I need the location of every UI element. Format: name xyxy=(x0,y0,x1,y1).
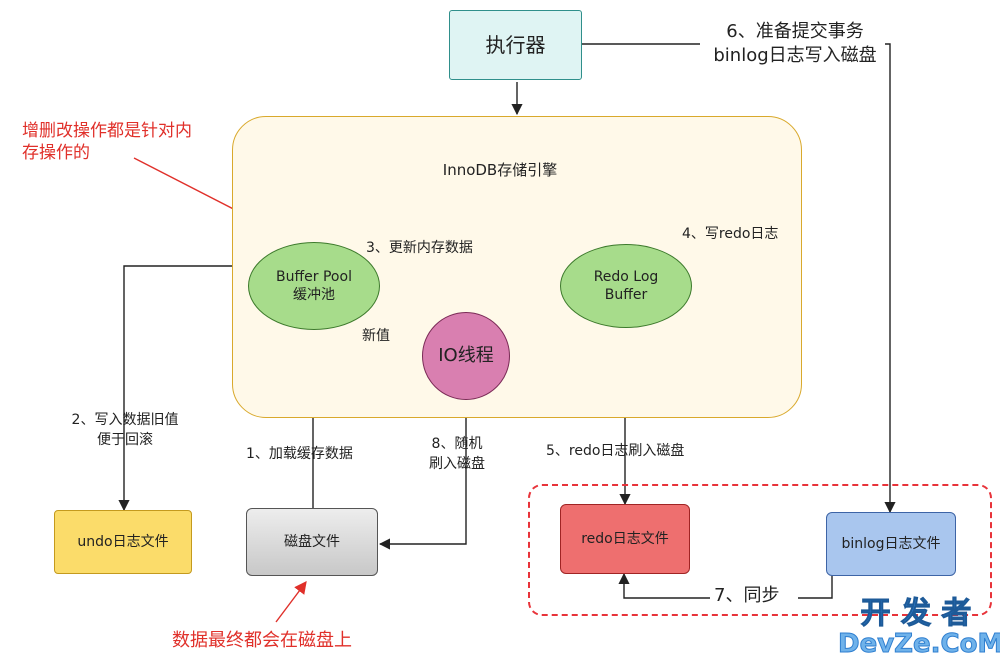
note-disk-final: 数据最终都会在磁盘上 xyxy=(172,630,352,651)
arrow-note-disk xyxy=(275,580,307,623)
note-memory-ops: 增删改操作都是针对内 存操作的 xyxy=(22,120,192,164)
step2-line2: 便于回滚 xyxy=(97,432,153,448)
step6-line1: 6、准备提交事务 xyxy=(726,21,864,42)
redo-log-file-box: redo日志文件 xyxy=(560,504,690,574)
step4-label: 4、写redo日志 xyxy=(682,226,779,242)
step7-label: 7、同步 xyxy=(710,586,784,606)
disk-file-label: 磁盘文件 xyxy=(284,534,340,550)
step2-line1: 2、写入数据旧值 xyxy=(71,412,179,428)
buffer-pool-label-zh: 缓冲池 xyxy=(293,287,335,303)
redo-log-buffer-line2: Buffer xyxy=(604,287,648,303)
buffer-pool-node: Buffer Pool 缓冲池 xyxy=(248,242,380,330)
executor-label: 执行器 xyxy=(485,33,546,57)
watermark-line2: DevZe.CoM xyxy=(838,629,1000,659)
step6-label: 6、准备提交事务 binlog日志写入磁盘 xyxy=(700,22,890,66)
watermark-line1: 开 发 者 xyxy=(860,596,972,631)
binlog-file-label: binlog日志文件 xyxy=(841,536,941,552)
step8-line2: 刷入磁盘 xyxy=(429,456,485,472)
step3-label: 3、更新内存数据 xyxy=(366,240,473,256)
buffer-pool-label-en: Buffer Pool xyxy=(276,269,352,285)
arrow-step2-undo xyxy=(118,265,232,512)
step8-line1: 8、随机 xyxy=(431,436,483,452)
arrow-step6-binlog xyxy=(582,43,890,512)
redo-log-buffer-line1: Redo Log xyxy=(593,269,659,285)
undo-log-file-label: undo日志文件 xyxy=(77,534,169,550)
watermark: 开 发 者 DevZe.CoM xyxy=(838,596,1000,659)
note-memory-ops-line2: 存操作的 xyxy=(22,143,90,163)
step6-line2: binlog日志写入磁盘 xyxy=(713,45,877,66)
step1-label: 1、加载缓存数据 xyxy=(246,446,353,462)
io-thread-label: IO线程 xyxy=(438,345,494,366)
arrow-step8-flush xyxy=(378,396,467,550)
step8-label: 8、随机 刷入磁盘 xyxy=(422,434,492,474)
note-memory-ops-line1: 增删改操作都是针对内 xyxy=(22,121,192,141)
executor-box: 执行器 xyxy=(449,10,582,80)
new-value-label: 新值 xyxy=(362,328,390,344)
step5-label: 5、redo日志刷入磁盘 xyxy=(546,443,685,459)
redo-binlog-group-outline xyxy=(528,484,992,616)
undo-log-file-box: undo日志文件 xyxy=(54,510,192,574)
redo-log-file-label: redo日志文件 xyxy=(581,531,669,547)
binlog-file-box: binlog日志文件 xyxy=(826,512,956,576)
step2-label: 2、写入数据旧值 便于回滚 xyxy=(60,410,190,450)
redo-log-buffer-node: Redo Log Buffer xyxy=(560,244,692,328)
disk-file-box: 磁盘文件 xyxy=(246,508,378,576)
io-thread-node: IO线程 xyxy=(422,312,510,400)
engine-title: InnoDB存储引擎 xyxy=(442,161,558,179)
arrow-step7-sync xyxy=(624,574,833,599)
